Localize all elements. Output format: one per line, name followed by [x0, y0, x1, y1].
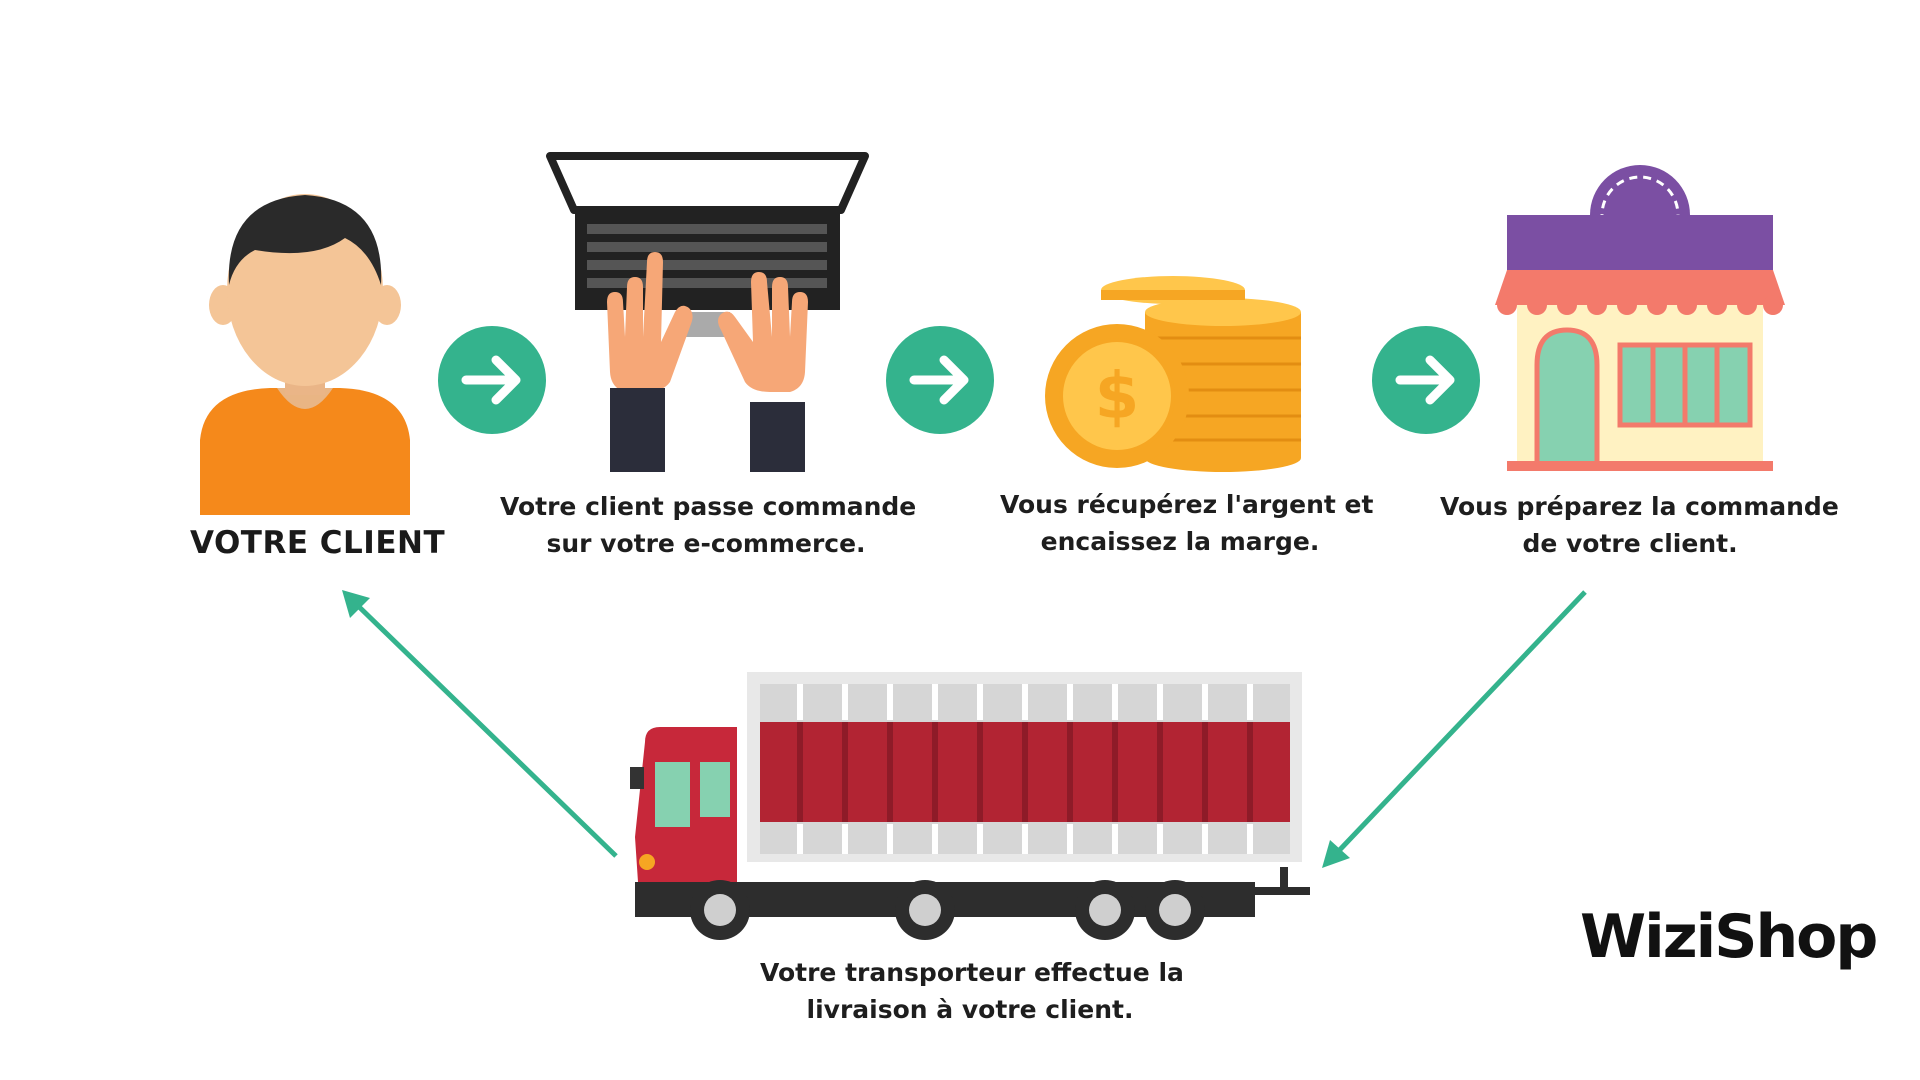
wizishop-logo: WiziShop: [1580, 902, 1876, 972]
arrow-back-to-client-icon: [340, 590, 620, 860]
arrow-right-icon: [886, 326, 994, 434]
client-label: VOTRE CLIENT: [190, 525, 445, 561]
step-caption-prepare: Vous préparez la commande de votre clien…: [1440, 488, 1820, 562]
arrow-to-truck-icon: [1320, 590, 1600, 870]
client-person-icon: [195, 190, 415, 515]
shop-icon: [1495, 165, 1785, 473]
step-caption-order: Votre client passe commande sur votre e-…: [500, 488, 912, 562]
arrow-right-icon: [438, 326, 546, 434]
delivery-caption: Votre transporteur effectue la livraison…: [760, 954, 1180, 1028]
arrow-right-icon: [1372, 326, 1480, 434]
coins-icon: $: [1045, 268, 1325, 473]
truck-icon: [625, 672, 1310, 942]
svg-text:$: $: [1095, 360, 1140, 434]
step-caption-money: Vous récupérez l'argent et encaissez la …: [1000, 486, 1360, 560]
laptop-icon: [545, 152, 870, 472]
